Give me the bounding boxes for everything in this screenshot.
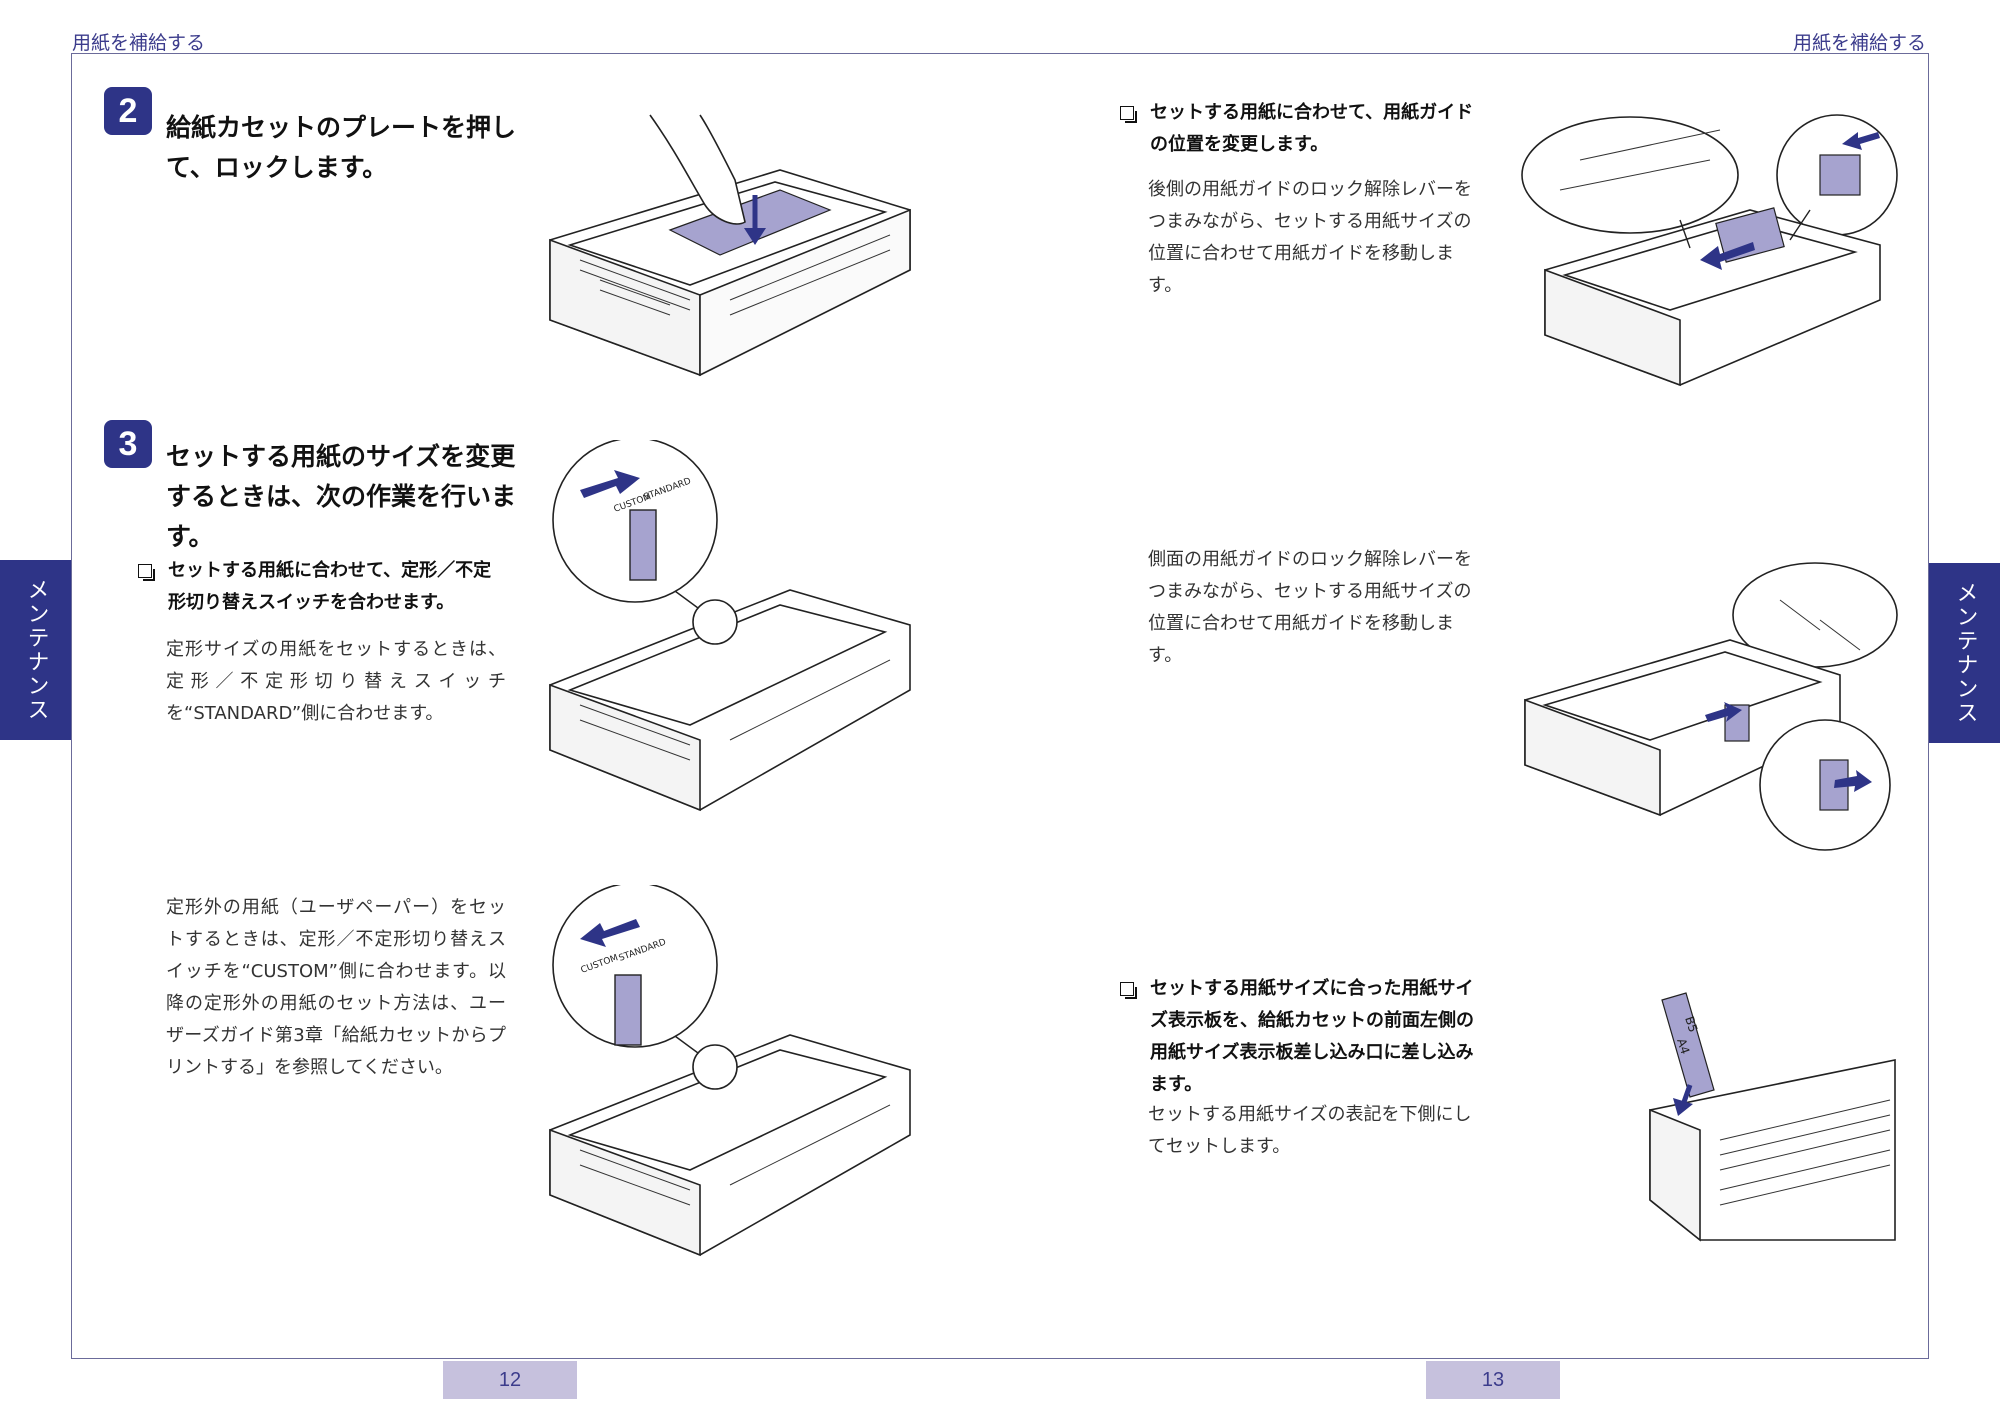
side-tab-left: メンテナンス: [0, 560, 71, 740]
step-3-custom-text: 定形外の用紙（ユーザペーパー）をセットするときは、定形／不定形切り替えスイッチを…: [166, 897, 506, 1078]
size-card-b5-label: B5: [1682, 1015, 1700, 1034]
step-2-badge: 2: [104, 87, 152, 135]
page-number-left: 12: [443, 1361, 577, 1399]
header-left: 用紙を補給する: [72, 32, 206, 54]
rear-guide-illustration: [1521, 114, 1898, 387]
size-card-a4-label: A4: [1674, 1037, 1692, 1056]
header-right: 用紙を補給する: [1792, 32, 1926, 54]
size-card-text: セットする用紙サイズの表記を下側にしてセットします。: [1148, 1104, 1472, 1157]
side-guide-text: 側面の用紙ガイドのロック解除レバーをつまみながら、セットする用紙サイズの位置に合…: [1148, 549, 1472, 666]
right-bullet-size-card: セットする用紙サイズに合った用紙サイズ表示板を、給紙カセットの前面左側の用紙サイ…: [1120, 973, 1490, 1101]
size-card-illustration: B5 A4: [1649, 992, 1896, 1242]
side-guide-illustration: [1524, 562, 1898, 851]
right-bullet-guide: セットする用紙に合わせて、用紙ガイドの位置を変更します。: [1120, 97, 1490, 161]
step-3-title: セットする用紙のサイズを変更するときは、次の作業を行います。: [166, 442, 517, 551]
switch-standard-illustration: CUSTOM STANDARD: [549, 440, 911, 812]
page-number-right: 13: [1426, 1361, 1560, 1399]
step-2-title: 給紙カセットのプレートを押して、ロックします。: [166, 113, 517, 182]
cassette-plate-lock-illustration: [549, 114, 911, 377]
step-3-standard-text: 定形サイズの用紙をセットするときは、定形／不定形切り替えスイッチを“STANDA…: [166, 639, 506, 724]
side-tab-right: メンテナンス: [1929, 563, 2000, 743]
step-3-bullet-switch: セットする用紙に合わせて、定形／不定形切り替えスイッチを合わせます。: [138, 555, 508, 619]
rear-guide-text: 後側の用紙ガイドのロック解除レバーをつまみながら、セットする用紙サイズの位置に合…: [1148, 179, 1472, 296]
checkbox-bullet-icon: [138, 564, 155, 581]
checkbox-bullet-icon: [1120, 106, 1137, 123]
page-frame: [71, 53, 1929, 1359]
checkbox-bullet-icon: [1120, 982, 1137, 999]
step-3-badge: 3: [104, 420, 152, 468]
switch-custom-illustration: CUSTOM STANDARD: [549, 885, 911, 1257]
